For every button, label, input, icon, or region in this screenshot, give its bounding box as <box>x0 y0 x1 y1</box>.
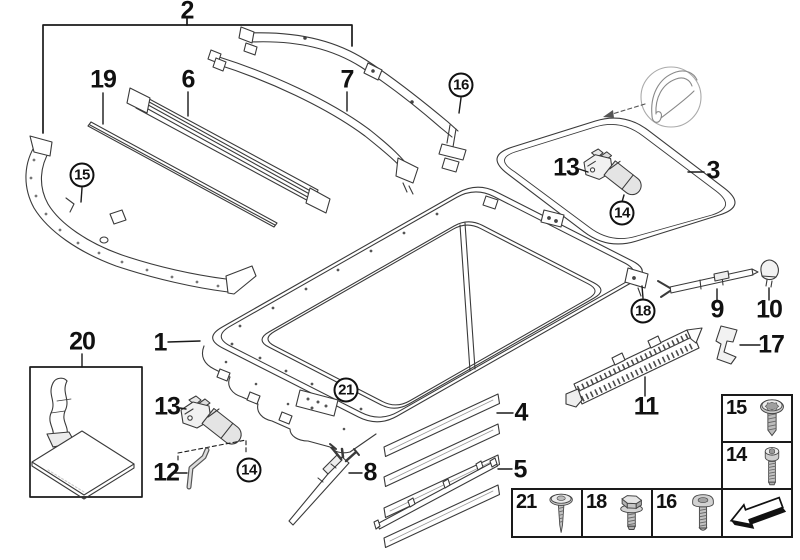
legend-box-18[interactable]: 18 <box>581 488 653 538</box>
callout-11[interactable]: 11 <box>633 392 659 421</box>
part-11-slide-rail <box>565 327 703 408</box>
part-17-clip <box>715 325 761 365</box>
legend-box-21[interactable]: 21 <box>511 488 583 538</box>
part-2-rear-rail <box>238 26 467 173</box>
part-1-frame <box>167 186 649 454</box>
callout-circle-18[interactable]: 18 <box>630 298 656 324</box>
legend-number-18: 18 <box>586 491 607 513</box>
callout-13-upper[interactable]: 13 <box>553 153 580 182</box>
hex-flange-bolt-icon <box>620 495 643 530</box>
callout-circle-16[interactable]: 16 <box>448 72 474 98</box>
self-tapping-screw-icon <box>549 493 573 533</box>
part-4-sunshade <box>383 393 514 549</box>
part-9-drain-pipe <box>657 268 759 301</box>
magnifier-detail <box>603 66 702 128</box>
callout-19[interactable]: 19 <box>90 65 117 94</box>
part-12-crank-key <box>174 447 210 490</box>
direction-of-travel-arrow-icon <box>729 496 787 529</box>
part-19-seal-strip <box>87 92 278 228</box>
callout-1[interactable]: 1 <box>153 328 168 357</box>
legend-box-15[interactable]: 15 <box>721 394 793 443</box>
callout-7[interactable]: 7 <box>340 65 355 94</box>
legend-box-16[interactable]: 16 <box>651 488 723 538</box>
callout-9[interactable]: 9 <box>710 295 725 324</box>
part-3-seal-frame <box>496 117 736 245</box>
callout-6[interactable]: 6 <box>181 65 196 94</box>
callout-2[interactable]: 2 <box>180 0 195 25</box>
callout-circle-21[interactable]: 21 <box>333 377 359 403</box>
callout-13-lower[interactable]: 13 <box>154 392 181 421</box>
callout-circle-15[interactable]: 15 <box>69 162 95 188</box>
legend-number-21: 21 <box>516 491 537 513</box>
legend-number-16: 16 <box>656 491 677 513</box>
part-20-repair-kit-box <box>29 353 143 500</box>
callout-circle-14-upper[interactable]: 14 <box>609 200 635 226</box>
legend-box-direction-arrow[interactable] <box>721 488 793 538</box>
circled-callout-leaders <box>458 97 644 299</box>
callout-20[interactable]: 20 <box>69 327 96 356</box>
part-6-wind-deflector-bar <box>126 87 331 214</box>
legend-box-14[interactable]: 14 <box>721 441 793 490</box>
callout-3[interactable]: 3 <box>706 156 721 185</box>
legend-number-14: 14 <box>726 444 747 466</box>
callout-8[interactable]: 8 <box>363 458 378 487</box>
callout-10[interactable]: 10 <box>756 295 783 324</box>
callout-17[interactable]: 17 <box>758 330 785 359</box>
socket-cap-screw-icon <box>764 447 780 486</box>
callout-4[interactable]: 4 <box>514 398 529 427</box>
callout-5[interactable]: 5 <box>513 455 528 484</box>
callout-12[interactable]: 12 <box>153 458 180 487</box>
part-13-motor-lower <box>177 395 247 461</box>
part-13-motor-upper <box>578 148 642 203</box>
callout-circle-14-lower[interactable]: 14 <box>236 457 262 483</box>
part-8-drain-hose <box>288 443 363 526</box>
callout-bracket-2 <box>42 16 353 134</box>
part-15-front-rail <box>25 135 257 295</box>
part-5-rail <box>373 457 513 530</box>
torx-pan-head-screw-icon <box>760 399 784 437</box>
part-10-cap <box>760 259 779 301</box>
legend-number-15: 15 <box>726 397 747 419</box>
part-7-rear-bow <box>207 49 419 195</box>
pan-head-screw-icon <box>692 494 714 531</box>
